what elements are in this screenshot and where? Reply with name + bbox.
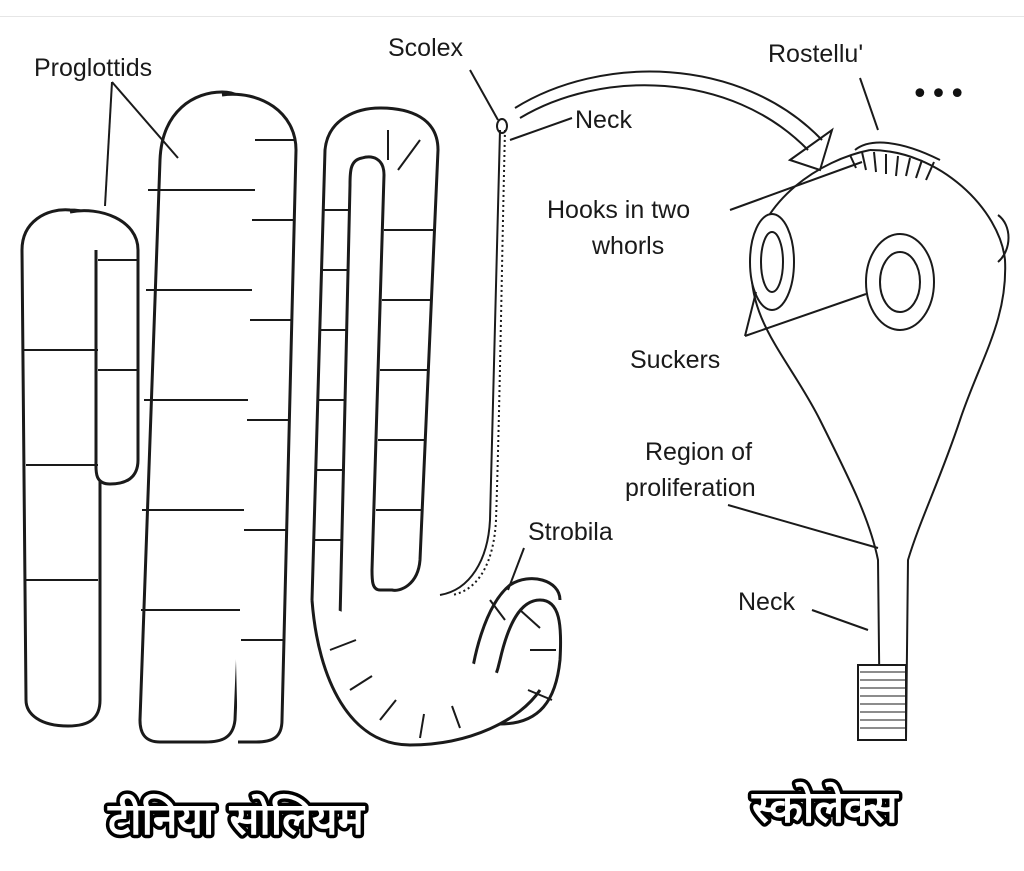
label-rostellum: Rostellu' bbox=[768, 40, 863, 68]
label-scolex: Scolex bbox=[388, 34, 464, 62]
leader-lines bbox=[104, 69, 879, 631]
label-hooks-line1: Hooks in two bbox=[547, 196, 690, 224]
top-bar bbox=[0, 0, 1024, 17]
label-region-line1: Region of bbox=[645, 438, 752, 466]
magnify-arrow bbox=[514, 70, 834, 172]
label-region-line2: proliferation bbox=[625, 474, 756, 502]
strobila-lower-loop bbox=[310, 577, 563, 747]
label-neck-bottom: Neck bbox=[738, 588, 795, 616]
strobila-loop-3 bbox=[310, 106, 440, 621]
label-neck-top: Neck bbox=[575, 106, 632, 134]
caption-taenia-solium: टीनिया सोलियम bbox=[107, 793, 366, 845]
label-hooks-line2: whorls bbox=[591, 232, 664, 260]
neck-strand bbox=[439, 118, 508, 596]
strobila-loop-2 bbox=[138, 90, 298, 744]
more-options-button[interactable]: ••• bbox=[910, 77, 968, 112]
caption-scolex: स्कोलेक्स bbox=[751, 781, 900, 833]
label-suckers: Suckers bbox=[630, 346, 720, 374]
strobila-loop-1 bbox=[20, 208, 140, 728]
label-strobila: Strobila bbox=[528, 518, 613, 546]
scolex-detail bbox=[749, 141, 1010, 741]
label-proglottids: Proglottids bbox=[34, 54, 152, 82]
